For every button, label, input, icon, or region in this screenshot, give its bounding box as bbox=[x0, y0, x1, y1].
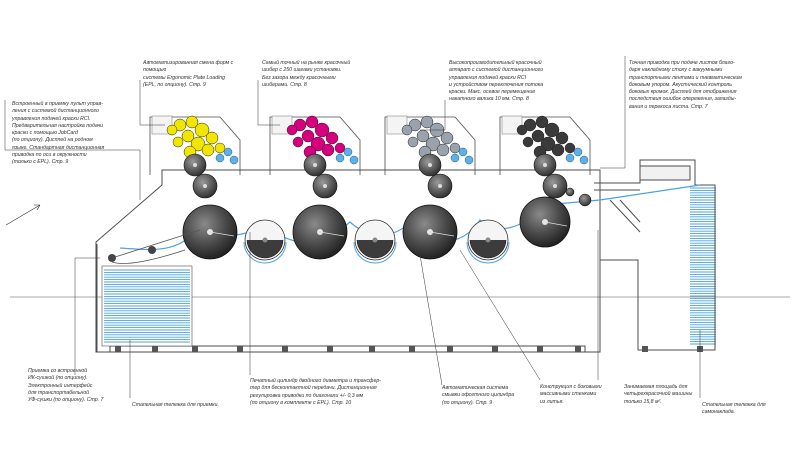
machine-foot bbox=[369, 346, 375, 352]
ink-roller bbox=[293, 118, 307, 132]
ink-roller bbox=[516, 124, 528, 136]
ink-roller bbox=[523, 118, 537, 132]
machine-foot bbox=[327, 346, 333, 352]
dampening-roller bbox=[349, 155, 359, 165]
ink-roller bbox=[314, 122, 330, 138]
ink-roller bbox=[401, 124, 413, 136]
annotation-plate-change: Автоматизированная смена форм с помощью … bbox=[143, 60, 234, 88]
ink-roller bbox=[190, 136, 206, 152]
dampening-roller bbox=[579, 155, 589, 165]
ink-roller bbox=[310, 136, 326, 152]
ink-roller bbox=[185, 115, 199, 129]
sheet-arc bbox=[353, 241, 397, 264]
ink-roller bbox=[440, 131, 454, 145]
printing-unit-3 bbox=[384, 115, 476, 199]
machine-foot bbox=[642, 346, 648, 352]
machine-foot bbox=[492, 346, 498, 352]
ink-roller bbox=[292, 136, 304, 148]
printing-unit-2 bbox=[269, 115, 361, 199]
dampening-roller bbox=[335, 153, 345, 163]
ink-roller bbox=[214, 142, 226, 154]
ink-roller bbox=[334, 142, 346, 154]
ink-roller bbox=[172, 136, 184, 148]
annotation-feeder: Точная приводка при подаче листов благо-… bbox=[629, 60, 742, 110]
feeder-pile bbox=[690, 187, 716, 345]
impression-cylinders bbox=[182, 187, 592, 264]
annotation-washing: Автоматическая система смывки офсетного … bbox=[442, 385, 515, 406]
ink-roller bbox=[305, 115, 319, 129]
ink-roller bbox=[321, 143, 335, 157]
dampening-roller bbox=[458, 147, 468, 157]
ink-roller bbox=[325, 131, 339, 145]
ink-roller bbox=[522, 136, 534, 148]
ink-roller bbox=[531, 129, 545, 143]
annotation-delivery: Приемка со встроенной ИК-сушкой (по опци… bbox=[28, 368, 104, 404]
delivery-pile bbox=[101, 265, 193, 347]
ink-roller bbox=[551, 143, 565, 157]
printing-units bbox=[149, 115, 591, 199]
arrow-icon bbox=[5, 204, 41, 226]
ink-roller bbox=[286, 124, 298, 136]
ink-roller bbox=[301, 129, 315, 143]
annotation-console: Встроенный в приемку пульт управ- ления … bbox=[12, 101, 105, 166]
ink-roller bbox=[194, 122, 210, 138]
machine-feet bbox=[115, 346, 703, 352]
machine-foot bbox=[192, 346, 198, 352]
annotation-transfer-cylinder: Печатный цилиндр двойного диаметра и тра… bbox=[250, 378, 381, 406]
ink-roller bbox=[420, 115, 434, 129]
press-frame bbox=[95, 169, 601, 353]
ink-roller bbox=[205, 131, 219, 145]
dampening-roller bbox=[229, 155, 239, 165]
ink-roller bbox=[166, 124, 178, 136]
machine-foot bbox=[409, 346, 415, 352]
ink-roller bbox=[535, 115, 549, 129]
ink-roller bbox=[173, 118, 187, 132]
machine-foot bbox=[537, 346, 543, 352]
machine-foot bbox=[115, 346, 121, 352]
annotation-footprint: Занимаемая площадь для четырехкрасочной … bbox=[624, 384, 693, 405]
feed-roller bbox=[578, 193, 592, 207]
ink-roller bbox=[408, 118, 422, 132]
machine-foot bbox=[237, 346, 243, 352]
ink-roller bbox=[436, 143, 450, 157]
printing-unit-1 bbox=[149, 115, 241, 199]
ink-roller bbox=[544, 122, 560, 138]
dampening-roller bbox=[215, 153, 225, 163]
sheet-arc bbox=[466, 241, 510, 264]
printing-unit-4 bbox=[499, 115, 591, 199]
annotation-inking-unit: Высокопроизводительный красочный аппарат… bbox=[449, 60, 544, 103]
machine-foot bbox=[447, 346, 453, 352]
annotation-frame: Конструкция с боковыми массивными стенка… bbox=[540, 384, 602, 405]
sheet-arc bbox=[243, 241, 287, 264]
dampening-roller bbox=[573, 147, 583, 157]
ink-roller bbox=[425, 136, 441, 152]
machine-foot bbox=[152, 346, 158, 352]
ink-roller bbox=[540, 136, 556, 152]
ink-roller bbox=[181, 129, 195, 143]
dampening-roller bbox=[223, 147, 233, 157]
machine-foot bbox=[575, 346, 581, 352]
feed-roller bbox=[565, 187, 575, 197]
ink-roller bbox=[201, 143, 215, 157]
dampening-roller bbox=[565, 153, 575, 163]
dampening-roller bbox=[464, 155, 474, 165]
ink-roller bbox=[449, 142, 461, 154]
annotation-ink-fountain: Самый точный на рынке красочный шибер с … bbox=[262, 60, 351, 88]
annotation-feeder-pallet: Стапельная тележка для самонаклада. bbox=[702, 402, 766, 416]
machine-foot bbox=[282, 346, 288, 352]
dampening-roller bbox=[450, 153, 460, 163]
delivery-gripper bbox=[108, 229, 201, 264]
leader-lines bbox=[4, 56, 701, 398]
annotation-delivery-pallet: Стапельная тележка для приемки. bbox=[132, 402, 219, 408]
ink-roller bbox=[564, 142, 576, 154]
feeder-housing bbox=[594, 159, 716, 351]
ink-roller bbox=[555, 131, 569, 145]
ink-roller bbox=[407, 136, 419, 148]
dampening-roller bbox=[343, 147, 353, 157]
